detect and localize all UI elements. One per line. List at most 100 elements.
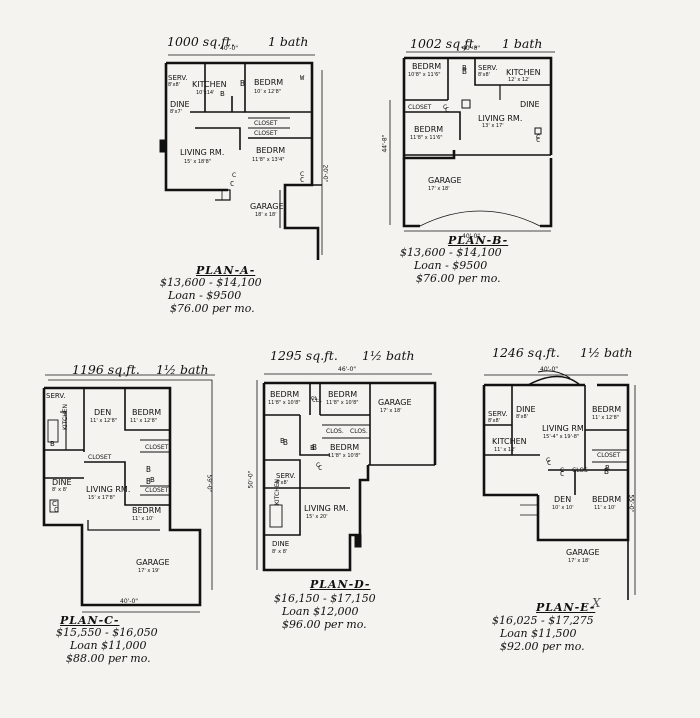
- plan-c-room: SERV.: [46, 392, 66, 400]
- plan-a-area: 1000 sq.ft.: [167, 34, 235, 49]
- plan-c-room: KITCHEN: [62, 404, 69, 430]
- svg-text:B: B: [146, 477, 151, 486]
- plan-a-room: BEDRM: [254, 78, 284, 87]
- plan-e-area: 1246 sq.ft.: [492, 345, 560, 360]
- plan-b-room: B: [462, 64, 467, 72]
- plan-d-area: 1295 sq.ft.: [270, 348, 338, 363]
- plan-e-pricing: $16,025 - $17,275 Loan $11,500 $92.00 pe…: [492, 614, 594, 653]
- svg-text:B: B: [240, 79, 245, 88]
- plan-d-price: $16,150 - $17,150: [274, 592, 376, 605]
- svg-text:B: B: [312, 443, 317, 452]
- plan-a-room-size: 15' x 18'8": [184, 159, 212, 165]
- plan-a-room-size: 8'x7': [170, 109, 183, 115]
- plan-e-room: GARAGE: [566, 548, 600, 557]
- plan-d-bath: 1½ bath: [362, 348, 415, 363]
- plan-e-drawing: B C C: [482, 370, 636, 600]
- plan-d-room: CLOS.: [326, 428, 344, 435]
- svg-text:B: B: [283, 438, 288, 447]
- plan-a-room-size: 18' x 18': [255, 212, 277, 218]
- svg-text:C: C: [445, 106, 449, 114]
- plan-e-room: SERV.: [488, 410, 508, 418]
- plan-e-room-size: 8'x8': [516, 414, 529, 420]
- plan-c-pricing: $15,550 - $16,050 Loan $11,000 $88.00 pe…: [56, 626, 158, 665]
- plan-b-drawing: B C C: [389, 51, 555, 232]
- plan-d-room: BEDRM: [270, 390, 300, 399]
- plan-a-room-size: 8'x8': [168, 82, 181, 88]
- svg-text:C: C: [560, 470, 564, 478]
- plan-a-dim: 20'-0": [321, 164, 329, 183]
- plan-a-room-size: 10'x14': [196, 90, 215, 96]
- plan-e-room: BEDRM: [592, 495, 622, 504]
- plan-e-room-size: 11' x 10': [594, 505, 616, 511]
- svg-text:CL.: CL.: [312, 397, 323, 404]
- plan-e-bath: 1½ bath: [580, 345, 633, 360]
- plan-b-room-size: 12' x 12': [508, 77, 530, 83]
- plan-d-room: CLOS.: [350, 428, 368, 435]
- svg-text:B: B: [604, 467, 609, 476]
- svg-text:C: C: [230, 180, 234, 188]
- plan-e-monthly: $92.00 per mo.: [500, 640, 585, 653]
- plan-b-monthly: $76.00 per mo.: [416, 272, 501, 285]
- plan-a-title: PLAN-A-: [196, 264, 256, 277]
- plan-d-room: CL.: [311, 396, 319, 402]
- plan-c-room-size: 17' x 19': [138, 568, 160, 574]
- svg-text:B: B: [462, 67, 467, 76]
- plan-c-room: DINE: [52, 478, 72, 487]
- plan-b-loan: Loan - $9500: [414, 259, 488, 272]
- plan-e-room: C: [560, 467, 565, 474]
- plan-b-room: BEDRM: [412, 62, 442, 71]
- plan-b-pricing: $13,600 - $14,100 Loan - $9500 $76.00 pe…: [400, 246, 502, 285]
- plan-d-drawing: B B C CL.: [256, 373, 437, 572]
- plan-d-dim: 46'-0": [338, 366, 357, 373]
- plan-e-room-size: 15'-4" x 19'-8": [543, 434, 580, 440]
- plan-a-room: C: [300, 171, 305, 178]
- plan-b-title: PLAN-B-: [448, 234, 509, 247]
- plan-a-pricing: $13,600 - $14,100 Loan - $9500 $76.00 pe…: [160, 276, 262, 315]
- plan-d-pricing: $16,150 - $17,150 Loan $12,000 $96.00 pe…: [274, 592, 376, 631]
- plan-e-title: PLAN-E-: [536, 601, 596, 614]
- plan-d-room: BEDRM: [328, 390, 358, 399]
- plan-c-room: DEN: [94, 408, 112, 417]
- plan-b-dim: 44'-8": [381, 134, 389, 153]
- plan-d-room-size: 8' x 8': [272, 549, 288, 555]
- plan-b-room-size: 13' x 17': [482, 123, 504, 129]
- plan-a-room: KITCHEN: [192, 80, 227, 89]
- plan-e-room: KITCHEN: [492, 437, 527, 446]
- plan-a-drawing: B C C W: [159, 54, 323, 260]
- plan-c-room-size: 11' x 10': [132, 516, 154, 522]
- plan-a-room: BEDRM: [256, 146, 286, 155]
- plan-c-room: CLOSET: [145, 444, 169, 451]
- plan-e-dim: 40'-0": [540, 366, 559, 373]
- plan-d-loan: Loan $12,000: [282, 605, 359, 618]
- plan-e-room: CLOSET: [597, 452, 621, 459]
- plan-b-room: SERV.: [478, 64, 498, 72]
- plan-c-room: B: [50, 440, 55, 448]
- plan-a-room: CLOSET: [254, 130, 278, 137]
- plan-e-dim: 55'-0": [627, 494, 635, 513]
- plan-d-room-size: 11'8" x 10'8": [326, 400, 359, 406]
- plan-b-dim: 40'-0": [462, 233, 481, 240]
- plan-a-room: C: [232, 172, 237, 179]
- svg-text:C: C: [300, 176, 304, 184]
- plan-b-room: CLOSET: [408, 104, 432, 111]
- plan-d-room: SERV.: [276, 472, 296, 480]
- plan-d-dim: 50'-0": [247, 470, 255, 489]
- plan-b-room: LIVING RM.: [478, 114, 523, 123]
- plan-a-room: CLOSET: [254, 120, 278, 127]
- plan-e-room: DINE: [516, 405, 536, 414]
- plan-b-price: $13,600 - $14,100: [400, 246, 502, 259]
- plan-c-room: BEDRM: [132, 408, 162, 417]
- plan-e-price: $16,025 - $17,275: [492, 614, 594, 627]
- plan-e-room-size: 11' x 12'8": [592, 415, 620, 421]
- plan-a-dim: 40'-0": [220, 45, 239, 52]
- plan-e-room: BEDRM: [592, 405, 622, 414]
- plan-c-room-size: 15' x 17'8": [88, 495, 116, 501]
- plan-d-room: C: [316, 462, 321, 469]
- plan-b-dim: 40'-0": [462, 45, 481, 52]
- plan-e-mark: X: [592, 596, 601, 610]
- plan-b-room-size: 17' x 18': [428, 186, 450, 192]
- svg-text:C: C: [547, 459, 551, 467]
- svg-text:C: C: [318, 464, 322, 472]
- svg-text:B: B: [146, 465, 151, 474]
